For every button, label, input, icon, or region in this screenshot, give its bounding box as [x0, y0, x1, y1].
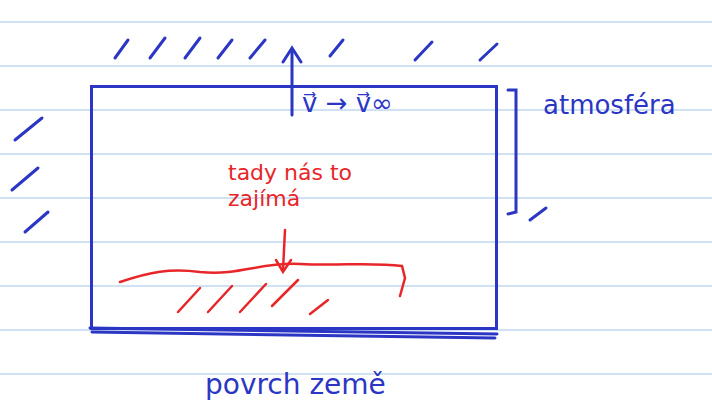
- region-label: atmosféra: [543, 90, 676, 121]
- ruled-lines: [0, 22, 712, 374]
- ground-line: [90, 90, 516, 338]
- annotation: povrch země: [205, 368, 386, 402]
- velocity-arrow: [283, 48, 301, 115]
- region-of-interest: [120, 230, 405, 314]
- annotation: tady nás to zajímá: [228, 160, 378, 213]
- annotation: v⃗ → v⃗∞: [302, 88, 393, 119]
